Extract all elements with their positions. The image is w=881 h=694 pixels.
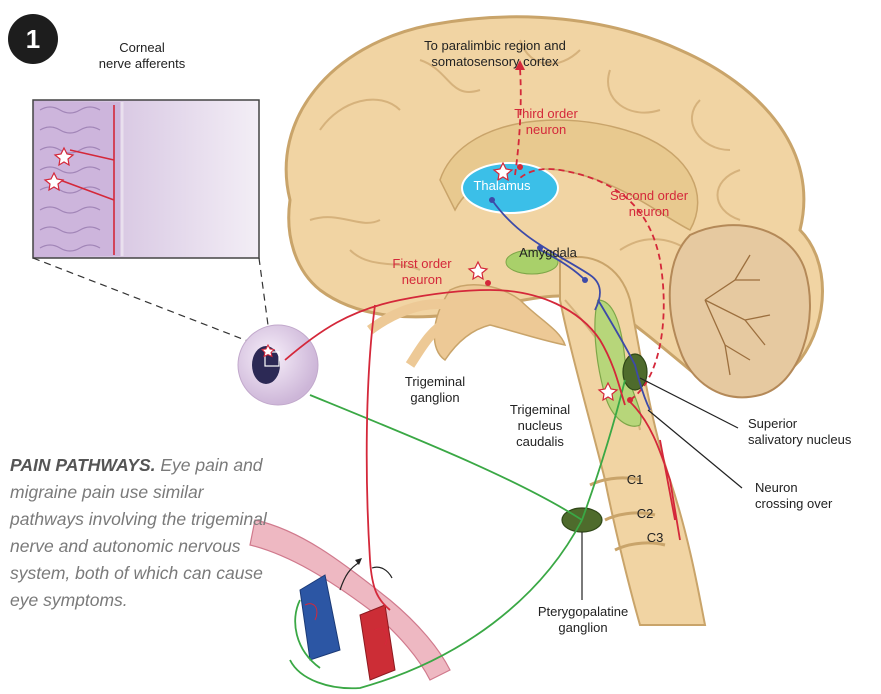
eye — [238, 325, 318, 405]
c1-label: C1 — [620, 472, 650, 488]
superior-salivatory-nucleus-shape — [623, 354, 647, 390]
amygdala-label: Amygdala — [513, 245, 583, 261]
caption-body: Eye pain and migraine pain use similar p… — [10, 455, 267, 610]
c2-label: C2 — [630, 506, 660, 522]
c3-label: C3 — [640, 530, 670, 546]
thalamus-label: Thalamus — [466, 178, 538, 194]
blood-vessels — [250, 520, 450, 680]
step-badge: 1 — [8, 14, 58, 64]
caption-title: PAIN PATHWAYS. — [10, 455, 156, 475]
corneal-inset — [33, 100, 259, 258]
caption: PAIN PATHWAYS. Eye pain and migraine pai… — [10, 452, 280, 614]
